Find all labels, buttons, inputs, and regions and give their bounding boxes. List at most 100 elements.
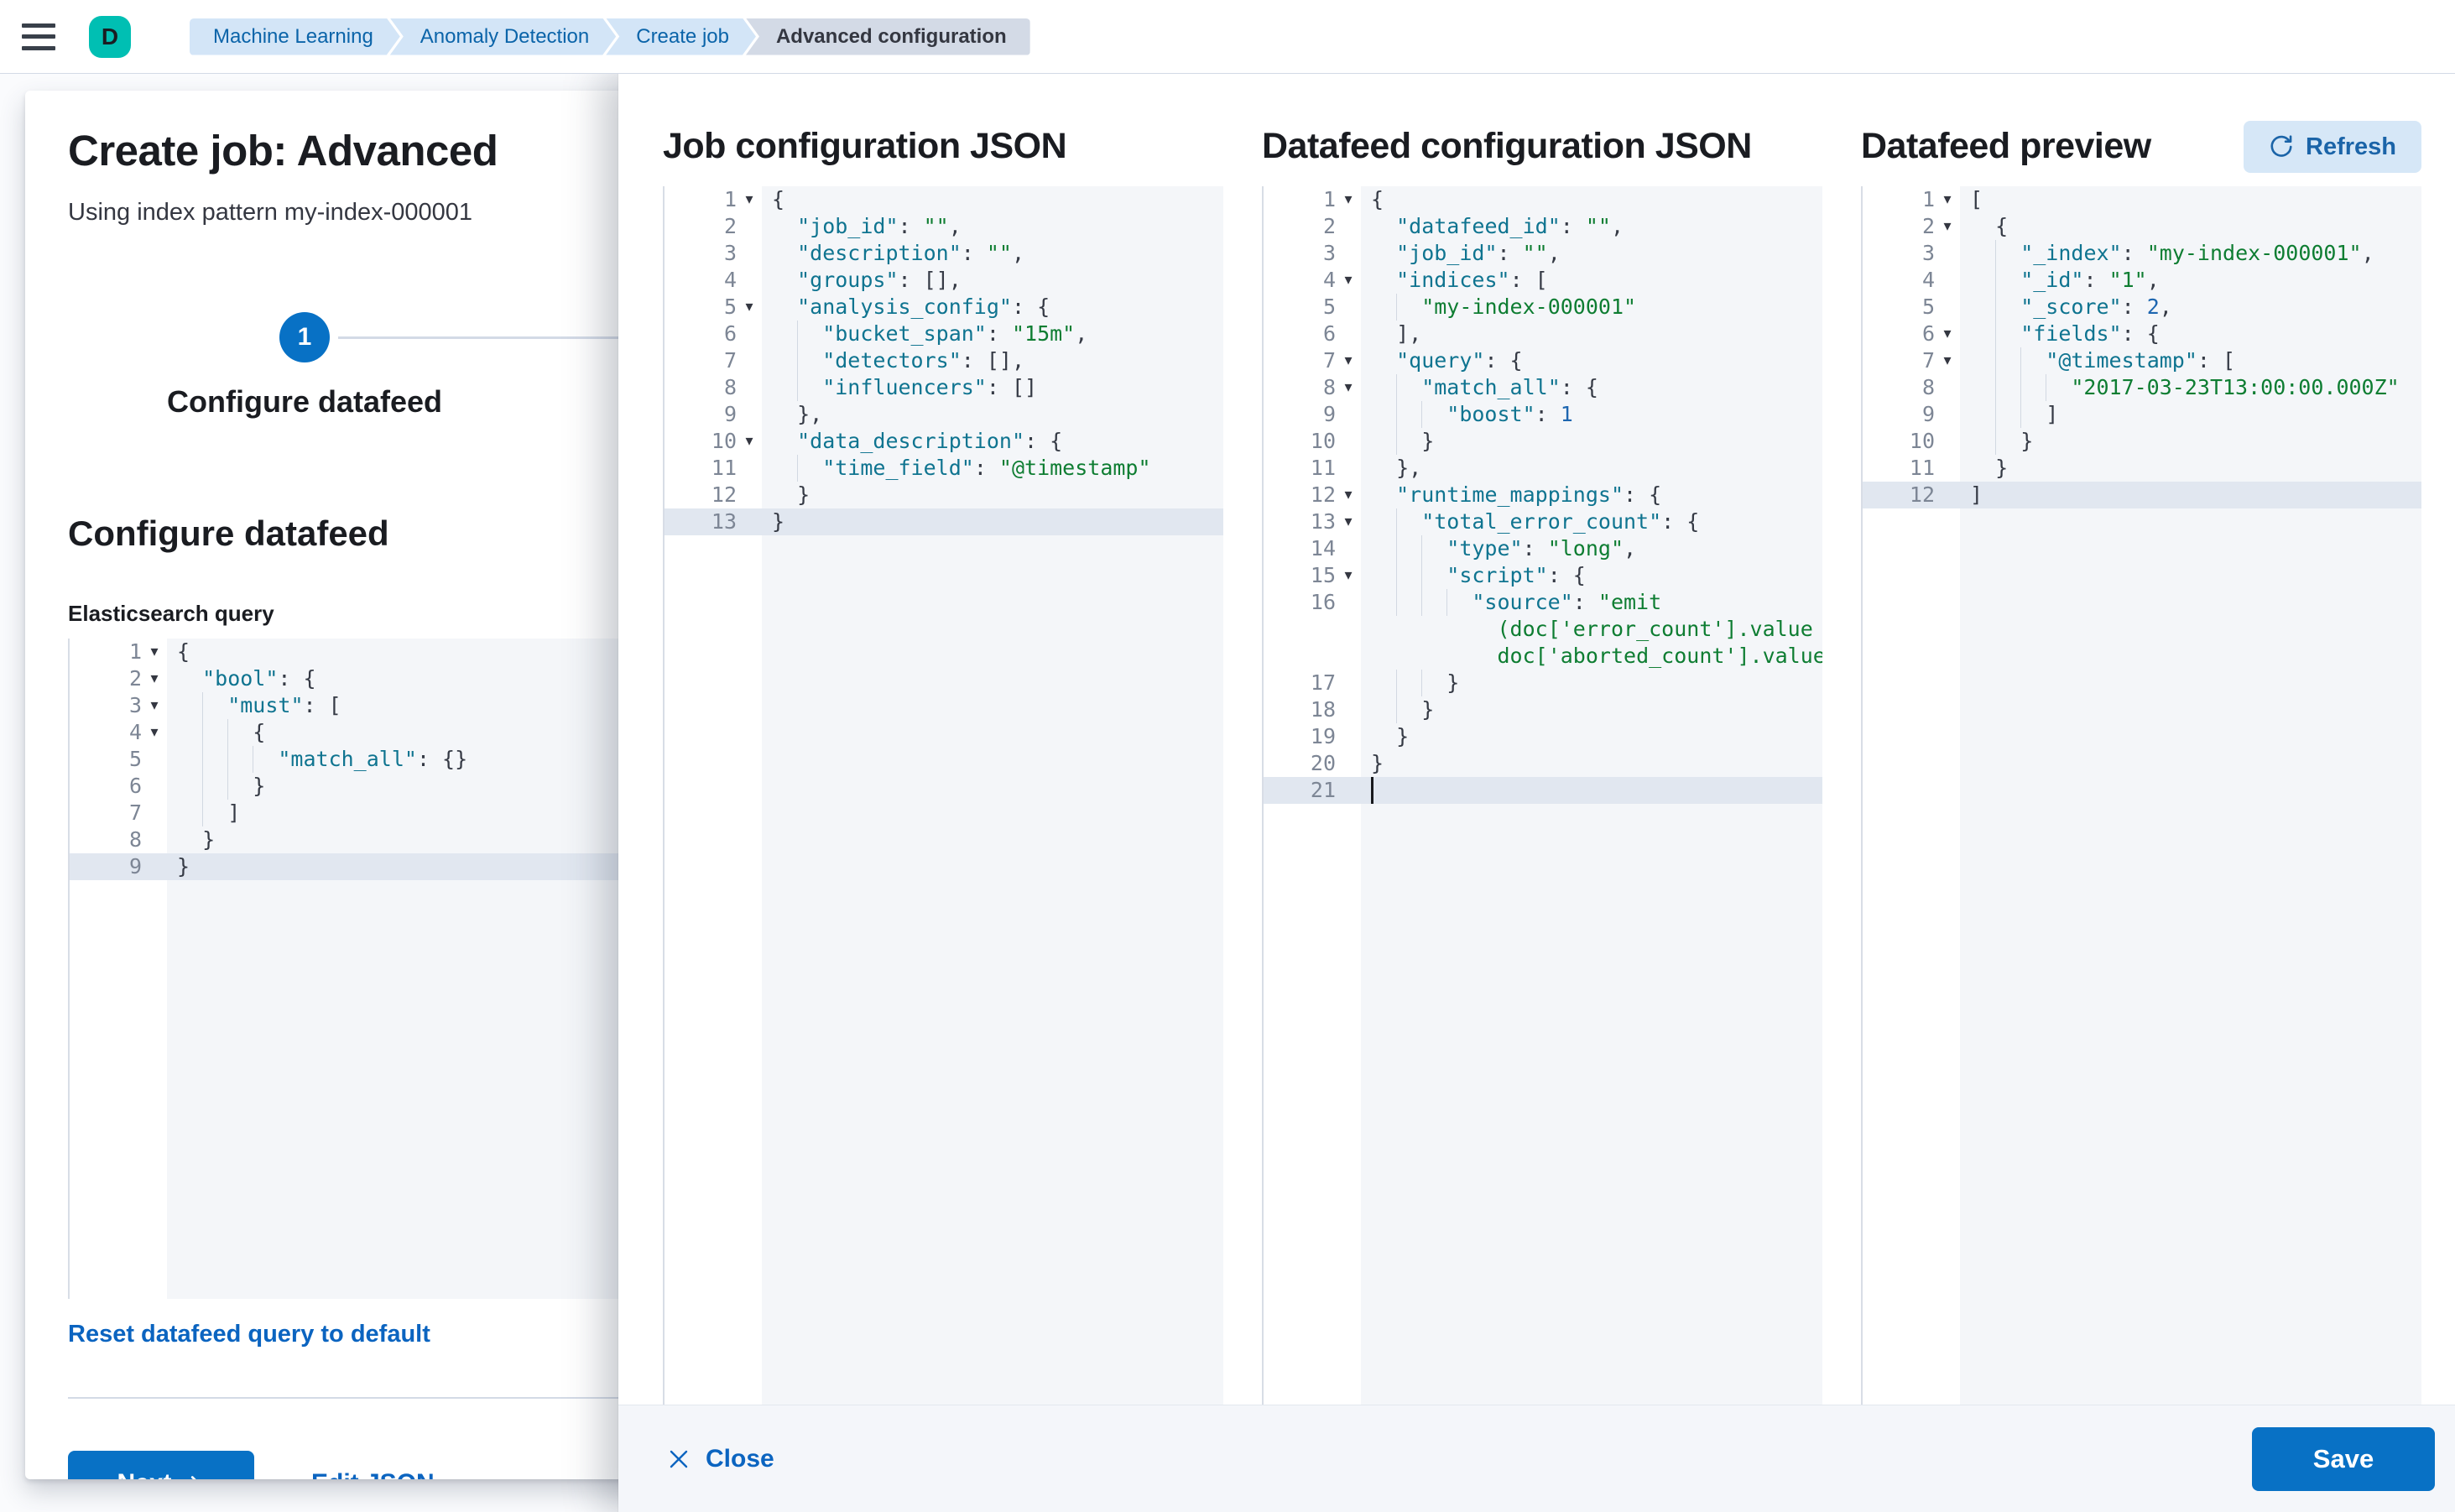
code-token: : {	[1661, 509, 1700, 534]
fold-arrow-icon[interactable]: ▾	[1943, 190, 1952, 208]
line-number: 20	[1310, 751, 1336, 775]
fold-arrow-icon[interactable]: ▾	[745, 432, 753, 450]
code-token: : [],	[961, 348, 1025, 373]
menu-hamburger-icon[interactable]	[22, 21, 55, 53]
fold-arrow-icon[interactable]: ▾	[1344, 190, 1353, 208]
fold-arrow-icon[interactable]: ▾	[1943, 217, 1952, 235]
column-header: Job configuration JSON	[663, 126, 1223, 186]
fold-arrow-icon[interactable]: ▾	[1344, 486, 1353, 503]
line-number: 4	[1322, 268, 1336, 292]
datafeed-config-editor[interactable]: 1▾{2"datafeed_id": "",3"job_id": "",4▾"i…	[1262, 186, 1822, 1405]
step-1-circle[interactable]: 1	[279, 312, 330, 362]
fold-arrow-icon[interactable]: ▾	[1344, 566, 1353, 584]
code-line: 6],	[1264, 321, 1822, 347]
line-number: 3	[1322, 241, 1336, 265]
code-token: : []	[986, 375, 1038, 399]
code-token: ]	[227, 800, 241, 825]
fold-arrow-icon[interactable]: ▾	[1943, 352, 1952, 369]
code-token: "2017-03-23T13:00:00.000Z"	[2071, 375, 2400, 399]
code-line: 12▾"runtime_mappings": {	[1264, 482, 1822, 508]
line-number: 6	[128, 774, 142, 798]
column-title: Datafeed configuration JSON	[1262, 126, 1752, 166]
line-number: 6	[723, 321, 737, 346]
code-line: 7▾"query": {	[1264, 347, 1822, 374]
code-line: 5▾"analysis_config": {	[665, 294, 1223, 321]
line-number: 1	[1322, 187, 1336, 211]
code-line: 5"my-index-000001"	[1264, 294, 1822, 321]
edit-json-link[interactable]: Edit JSON	[311, 1469, 435, 1479]
code-line: 10▾"data_description": {	[665, 428, 1223, 455]
code-line: 4"groups": [],	[665, 267, 1223, 294]
breadcrumb-link[interactable]: Create job	[606, 18, 756, 55]
code-line: 13}	[665, 508, 1223, 535]
fold-arrow-icon[interactable]: ▾	[1344, 378, 1353, 396]
code-token: ,	[2361, 241, 2374, 265]
code-line: 11"time_field": "@timestamp"	[665, 455, 1223, 482]
code-line: 4▾"indices": [	[1264, 267, 1822, 294]
line-number: 7	[1322, 348, 1336, 373]
refresh-button[interactable]: Refresh	[2244, 121, 2421, 173]
job-config-editor[interactable]: 1▾{2"job_id": "",3"description": "",4"gr…	[663, 186, 1223, 1405]
close-button[interactable]: Close	[665, 1445, 774, 1473]
code-token: "my-index-000001"	[1421, 295, 1637, 319]
datafeed-preview-editor[interactable]: 1▾[2▾{3"_index": "my-index-000001",4"_id…	[1861, 186, 2421, 1405]
code-line: 6}	[70, 773, 647, 800]
code-token: ""	[1522, 241, 1548, 265]
fold-arrow-icon[interactable]: ▾	[745, 190, 753, 208]
code-line: 2"datafeed_id": "",	[1264, 213, 1822, 240]
code-token: "indices"	[1396, 268, 1510, 292]
code-line: 18}	[1264, 696, 1822, 723]
save-button[interactable]: Save	[2252, 1426, 2435, 1491]
code-line: 9},	[665, 401, 1223, 428]
fold-arrow-slot	[1935, 240, 1960, 267]
fold-arrow-icon[interactable]: ▾	[150, 696, 159, 714]
code-token: :	[961, 241, 987, 265]
reset-datafeed-query-link[interactable]: Reset datafeed query to default	[68, 1321, 430, 1348]
code-token: }	[1421, 697, 1435, 722]
line-number: 12	[1909, 482, 1935, 507]
line-number: 8	[1322, 375, 1336, 399]
code-token: ""	[1585, 214, 1611, 238]
line-number: 1	[128, 639, 142, 664]
fold-arrow-icon[interactable]: ▾	[1344, 352, 1353, 369]
code-token: : [	[2197, 348, 2236, 373]
code-token: ,	[1075, 321, 1088, 346]
code-line: 8"2017-03-23T13:00:00.000Z"	[1863, 374, 2421, 401]
code-line: 2▾{	[1863, 213, 2421, 240]
code-token: {	[1371, 187, 1384, 211]
code-line: 1 ▾ {	[1264, 186, 1822, 213]
code-token: "_id"	[2020, 268, 2084, 292]
avatar[interactable]: D	[89, 15, 131, 58]
es-query-editor[interactable]: 1▾{2▾"bool": {3▾"must": [4▾{5"match_all"…	[68, 639, 647, 1299]
fold-arrow-icon[interactable]: ▾	[1943, 325, 1952, 342]
fold-arrow-slot	[1336, 455, 1361, 482]
fold-arrow-slot	[1336, 723, 1361, 750]
fold-arrow-icon[interactable]: ▾	[1344, 271, 1353, 289]
breadcrumb-link[interactable]: Anomaly Detection	[390, 18, 616, 55]
fold-arrow-icon[interactable]: ▾	[150, 643, 159, 660]
code-token: ,	[2159, 295, 2172, 319]
fold-arrow-icon[interactable]: ▾	[150, 723, 159, 741]
code-line: 8"influencers": []	[665, 374, 1223, 401]
line-number: 3	[1921, 241, 1935, 265]
fold-arrow-icon[interactable]: ▾	[745, 298, 753, 315]
line-number: 9	[723, 402, 737, 426]
fold-arrow-icon[interactable]: ▾	[1344, 513, 1353, 530]
code-token: "fields"	[2020, 321, 2122, 346]
next-button[interactable]: Next	[68, 1451, 254, 1479]
code-line: 9}	[70, 853, 647, 880]
fold-arrow-icon[interactable]: ▾	[150, 670, 159, 687]
line-number: 9	[1322, 402, 1336, 426]
code-token: ,	[1610, 214, 1624, 238]
breadcrumb-link[interactable]: Machine Learning	[190, 18, 400, 55]
configure-datafeed-heading: Configure datafeed	[68, 514, 389, 553]
line-number: 9	[128, 854, 142, 879]
fold-arrow-slot	[1935, 267, 1960, 294]
code-line: 7]	[70, 800, 647, 826]
code-line: 14"type": "long",	[1264, 535, 1822, 562]
code-token: "query"	[1396, 348, 1485, 373]
line-number: 4	[723, 268, 737, 292]
